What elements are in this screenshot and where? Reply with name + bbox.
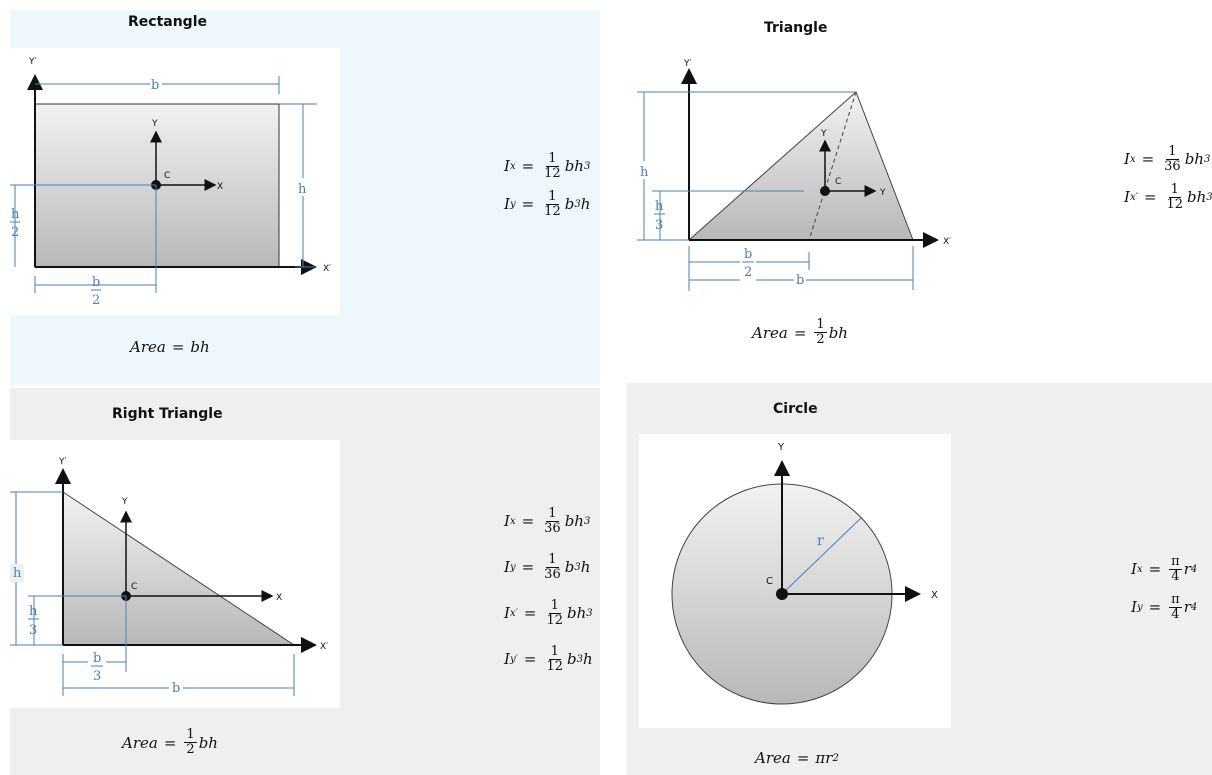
rectangle-figure: Y′ X′ Y X C b h h 2 b 2	[10, 48, 340, 315]
b-half-num: b	[744, 247, 752, 262]
right-triangle-shape	[62, 491, 296, 646]
x-label: X	[931, 590, 938, 601]
y-label: Y	[121, 497, 128, 507]
c-label: C	[131, 582, 137, 592]
x-label: X	[217, 182, 223, 192]
h-third-den: 3	[29, 623, 37, 638]
y-label: Y	[151, 119, 158, 129]
x-prime-label: X′	[943, 237, 951, 247]
y-prime-label: Y′	[28, 57, 37, 67]
right-triangle-panel: Right Triangle Y′ X′	[10, 388, 600, 775]
circle-figure: Y X C r	[639, 434, 951, 728]
rectangle-panel: Rectangle Y′	[10, 10, 600, 385]
centroid-dot	[820, 186, 830, 196]
b-half-den: 2	[744, 265, 752, 280]
y-label: Y	[777, 442, 785, 453]
h-half-den: 2	[11, 225, 19, 240]
b-half-den: 2	[92, 293, 100, 308]
x-label: X	[276, 593, 282, 603]
h-half-num: h	[11, 207, 20, 222]
right-triangle-figure: Y′ X′ Y X C h h 3 b 3 b	[10, 440, 340, 708]
triangle-figure: Y′ X′ Y Y C h h 3 b 2 b	[632, 56, 972, 296]
radius-line	[781, 517, 862, 595]
right-triangle-title: Right Triangle	[112, 406, 223, 422]
c-label: C	[766, 576, 773, 587]
x-prime-label: X′	[320, 642, 328, 652]
h-label: h	[640, 165, 649, 180]
b-label: b	[796, 273, 804, 288]
rectangle-title: Rectangle	[128, 14, 207, 30]
h-third-num: h	[29, 604, 38, 619]
circle-title: Circle	[773, 401, 818, 417]
triangle-title: Triangle	[764, 20, 828, 36]
y-label: Y	[820, 129, 827, 139]
b-third-den: 3	[93, 669, 101, 684]
b-third-num: b	[93, 651, 101, 666]
h-label: h	[13, 566, 22, 581]
h-third-den: 3	[655, 218, 663, 233]
centroid-dot	[776, 588, 788, 600]
h-third-num: h	[655, 199, 664, 214]
triangle-shape	[687, 91, 914, 241]
h-label: h	[298, 182, 307, 197]
c-label: C	[164, 171, 170, 181]
x-label: Y	[879, 188, 886, 198]
triangle-panel: Triangle Y′ X′	[612, 0, 1212, 380]
b-half-num: b	[92, 275, 100, 290]
rectangle-area: Area=bh	[130, 338, 210, 356]
median-line	[808, 91, 857, 241]
r-label: r	[817, 533, 824, 549]
b-label: b	[172, 681, 180, 696]
c-label: C	[835, 177, 841, 187]
x-prime-label: X′	[323, 264, 331, 274]
y-prime-label: Y′	[683, 59, 692, 69]
b-label: b	[151, 78, 159, 93]
y-prime-label: Y′	[58, 457, 67, 467]
